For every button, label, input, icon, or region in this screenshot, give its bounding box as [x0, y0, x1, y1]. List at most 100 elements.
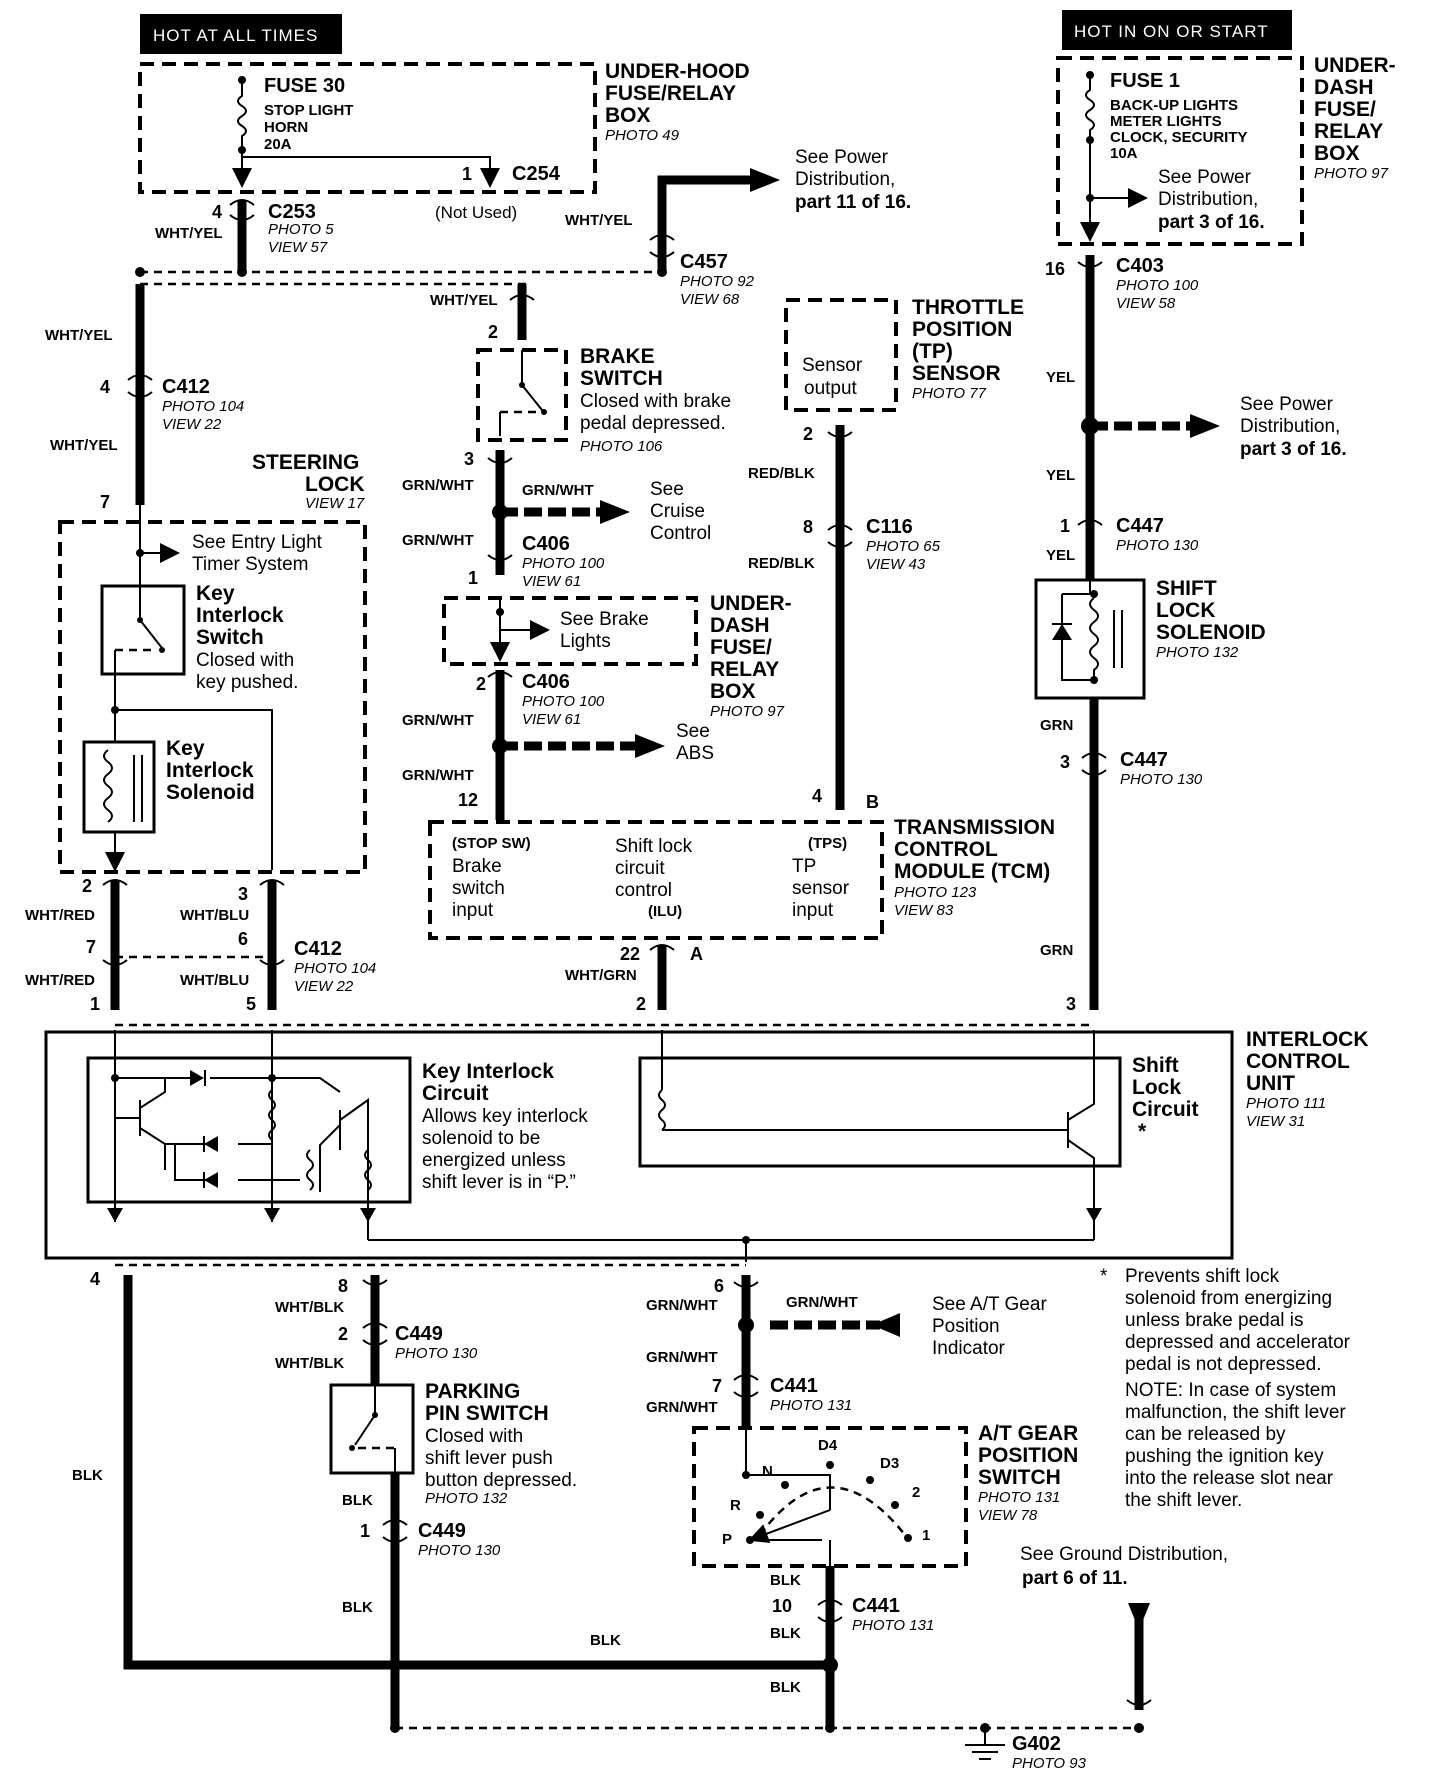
connector-c441-top: 7 C441 PHOTO 131 — [712, 1375, 852, 1414]
connector-c441-bottom: 10 C441 PHOTO 131 — [772, 1595, 934, 1634]
svg-text:into the release slot near: into the release slot near — [1125, 1468, 1334, 1489]
wire-label: GRN — [1040, 942, 1073, 959]
svg-text:CONTROL: CONTROL — [1246, 1050, 1350, 1073]
svg-text:pedal depressed.: pedal depressed. — [580, 413, 726, 434]
svg-text:Solenoid: Solenoid — [166, 781, 255, 804]
svg-text:SWITCH: SWITCH — [978, 1466, 1061, 1489]
wire-label: GRN — [1040, 717, 1073, 734]
svg-text:Key Interlock: Key Interlock — [422, 1060, 554, 1083]
svg-text:Indicator: Indicator — [932, 1338, 1006, 1359]
svg-text:(ILU): (ILU) — [648, 903, 682, 920]
svg-text:sensor: sensor — [792, 878, 850, 899]
svg-text:POSITION: POSITION — [978, 1444, 1078, 1467]
wire-label: YEL — [1046, 467, 1075, 484]
svg-text:1: 1 — [360, 1521, 370, 1541]
see-power-distribution-3b: See Power Distribution, part 3 of 16. — [1240, 394, 1347, 460]
svg-text:key pushed.: key pushed. — [196, 672, 298, 693]
svg-text:PHOTO 123: PHOTO 123 — [894, 884, 977, 901]
svg-text:energized unless: energized unless — [422, 1150, 566, 1171]
wire-label: RED/BLK — [748, 555, 815, 572]
svg-text:PHOTO 132: PHOTO 132 — [1156, 644, 1239, 661]
svg-text:solenoid from energizing: solenoid from energizing — [1125, 1288, 1332, 1309]
svg-text:SWITCH: SWITCH — [580, 367, 663, 390]
pin-label: 2 — [803, 424, 813, 444]
wire-label: GRN/WHT — [402, 477, 474, 494]
svg-text:Lights: Lights — [560, 631, 611, 652]
svg-text:2: 2 — [912, 1484, 920, 1501]
svg-text:2: 2 — [82, 876, 92, 896]
svg-text:Distribution,: Distribution, — [795, 169, 895, 190]
underdash-fuse-box-2-label: UNDER- DASH FUSE/ RELAY BOX PHOTO 97 — [710, 592, 792, 720]
svg-text:*: * — [1138, 1120, 1147, 1143]
svg-text:C441: C441 — [852, 1595, 900, 1617]
svg-text:1: 1 — [468, 568, 478, 588]
svg-text:7: 7 — [712, 1376, 722, 1396]
footnote: * Prevents shift lock solenoid from ener… — [1100, 1266, 1351, 1375]
key-interlock-circuit-schematic — [107, 1030, 1094, 1241]
wire-label: GRN/WHT — [646, 1349, 718, 1366]
tp-sensor-inner-label: Sensor output — [802, 355, 863, 399]
svg-text:(STOP SW): (STOP SW) — [452, 835, 531, 852]
connector-c457: WHT/YEL C457 PHOTO 92 VIEW 68 — [565, 212, 755, 308]
svg-text:TP: TP — [792, 856, 816, 877]
svg-text:part 3 of 16.: part 3 of 16. — [1240, 439, 1347, 460]
connector-c449-bottom: 1 C449 PHOTO 130 — [360, 1520, 501, 1559]
svg-text:D3: D3 — [880, 1455, 899, 1472]
svg-text:C449: C449 — [418, 1520, 466, 1542]
connector-c406-2: 2 C406 PHOTO 100 VIEW 61 — [476, 671, 605, 728]
svg-text:N: N — [762, 1463, 773, 1480]
tcm-internal-labels: (STOP SW) Brake switch input Shift lock … — [452, 835, 850, 921]
svg-text:STOP LIGHT: STOP LIGHT — [264, 102, 353, 119]
svg-text:(TP): (TP) — [912, 340, 953, 363]
shift-lock-circuit-label: Shift Lock Circuit * — [1132, 1054, 1199, 1143]
hot-in-on-or-start-label: HOT IN ON OR START — [1062, 10, 1292, 50]
svg-text:VIEW 83: VIEW 83 — [894, 902, 954, 919]
svg-text:malfunction, the shift lever: malfunction, the shift lever — [1125, 1402, 1346, 1423]
svg-text:PHOTO 130: PHOTO 130 — [1120, 771, 1203, 788]
svg-text:Circuit: Circuit — [422, 1082, 489, 1105]
svg-text:THROTTLE: THROTTLE — [912, 296, 1024, 319]
svg-text:shift lever is in “P.”: shift lever is in “P.” — [422, 1172, 576, 1193]
svg-text:FUSE 30: FUSE 30 — [264, 75, 345, 97]
svg-text:2: 2 — [338, 1324, 348, 1344]
svg-text:BRAKE: BRAKE — [580, 345, 655, 368]
svg-text:16: 16 — [1045, 259, 1065, 279]
svg-text:Distribution,: Distribution, — [1240, 416, 1340, 437]
svg-text:pushing the ignition key: pushing the ignition key — [1125, 1446, 1324, 1467]
svg-text:FUSE/: FUSE/ — [1314, 98, 1376, 121]
connector-c449-top: 2 C449 PHOTO 130 — [338, 1323, 478, 1362]
svg-text:PHOTO 100: PHOTO 100 — [1116, 277, 1199, 294]
svg-text:WHT/RED: WHT/RED — [25, 972, 95, 989]
svg-text:PHOTO 77: PHOTO 77 — [912, 385, 987, 402]
svg-text:C116: C116 — [866, 516, 913, 538]
svg-text:PARKING: PARKING — [425, 1380, 520, 1403]
svg-text:Sensor: Sensor — [802, 355, 863, 376]
throttle-position-sensor — [784, 298, 898, 412]
wire-label: BLK — [770, 1625, 801, 1642]
wire-label: WHT/YEL — [45, 327, 113, 344]
svg-text:C406: C406 — [522, 671, 570, 693]
svg-text:12: 12 — [458, 790, 478, 810]
svg-text:C412: C412 — [294, 938, 342, 960]
svg-text:control: control — [615, 880, 672, 901]
at-gear-position-switch-label: A/T GEAR POSITION SWITCH PHOTO 131 VIEW … — [978, 1422, 1078, 1524]
svg-text:FUSE/RELAY: FUSE/RELAY — [605, 82, 736, 105]
svg-text:A/T GEAR: A/T GEAR — [978, 1422, 1078, 1445]
see-abs: See ABS — [676, 721, 714, 764]
svg-text:Interlock: Interlock — [166, 759, 254, 782]
svg-text:7: 7 — [86, 937, 96, 957]
svg-text:switch: switch — [452, 878, 505, 899]
svg-text:DASH: DASH — [710, 614, 770, 637]
pin-label: 2 — [636, 994, 646, 1014]
svg-text:PHOTO 131: PHOTO 131 — [852, 1617, 934, 1634]
svg-text:See: See — [676, 721, 710, 742]
svg-text:Closed with: Closed with — [425, 1426, 523, 1447]
key-interlock-circuit-label: Key Interlock Circuit Allows key interlo… — [422, 1060, 588, 1193]
pin-label: 2 — [488, 322, 498, 342]
svg-text:(TPS): (TPS) — [808, 835, 847, 852]
svg-text:P: P — [722, 1531, 732, 1548]
svg-text:C406: C406 — [522, 533, 570, 555]
wire-label: BLK — [590, 1632, 621, 1649]
wire-label: GRN/WHT — [786, 1294, 858, 1311]
svg-text:unless brake pedal is: unless brake pedal is — [1125, 1310, 1304, 1331]
